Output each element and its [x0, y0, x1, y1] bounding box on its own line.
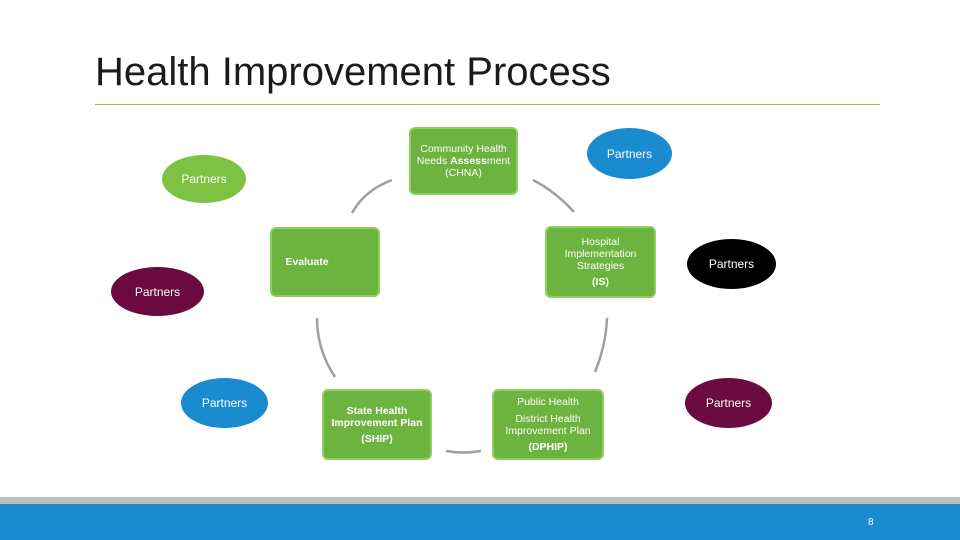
dphip-line1: Public Health [517, 396, 579, 408]
is-line1: Hospital [581, 236, 620, 248]
ship-line3: (SHIP) [361, 432, 393, 445]
chna-line2-pre: Needs [416, 155, 451, 167]
chna-line2-bold: Assess [450, 155, 487, 167]
partners-oval-maroon-right: Partners [685, 378, 772, 428]
arc-chna-to-is [532, 178, 575, 213]
evaluate-box: Evaluate [270, 227, 380, 297]
arc-evaluate-to-chna [350, 178, 393, 214]
evaluate-label: Evaluate [285, 256, 329, 268]
arc-is-to-dphip [593, 317, 609, 373]
chna-box: Community Health Needs Assessment (CHNA) [409, 127, 518, 195]
partners-oval-blue-bottom: Partners [181, 378, 268, 428]
dphip-line2: District Health [515, 413, 581, 425]
dphip-line3: Improvement Plan [505, 425, 591, 437]
partners-oval-blue-top: Partners [587, 128, 672, 179]
ship-box: State Health Improvement Plan (SHIP) [322, 389, 432, 460]
partners-oval-maroon-left: Partners [111, 267, 204, 316]
page-number: 8 [868, 517, 874, 528]
partners-oval-green: Partners [162, 155, 246, 203]
chna-line2-post: ment [486, 155, 511, 167]
dphip-line4: (DPHIP) [528, 441, 568, 453]
is-line4: (IS) [592, 276, 609, 288]
is-line2: Implementation [564, 248, 637, 260]
title-divider [95, 104, 880, 105]
arc-ship-to-evaluate [315, 317, 337, 378]
footer-bar [0, 504, 960, 540]
dphip-box: Public Health District Health Improvemen… [492, 389, 604, 460]
chna-line1: Community Health [420, 143, 507, 155]
chna-line3: (CHNA) [445, 167, 482, 179]
footer-divider [0, 497, 960, 504]
is-box: Hospital Implementation Strategies (IS) [545, 226, 656, 298]
is-line3: Strategies [576, 260, 625, 272]
ship-line2: Improvement Plan [331, 416, 423, 429]
page-title: Health Improvement Process [95, 50, 611, 94]
ship-line1: State Health [346, 404, 408, 417]
chna-line2: Needs Assessment [417, 155, 510, 167]
arc-dphip-to-ship [445, 449, 482, 454]
partners-oval-black: Partners [687, 239, 776, 289]
